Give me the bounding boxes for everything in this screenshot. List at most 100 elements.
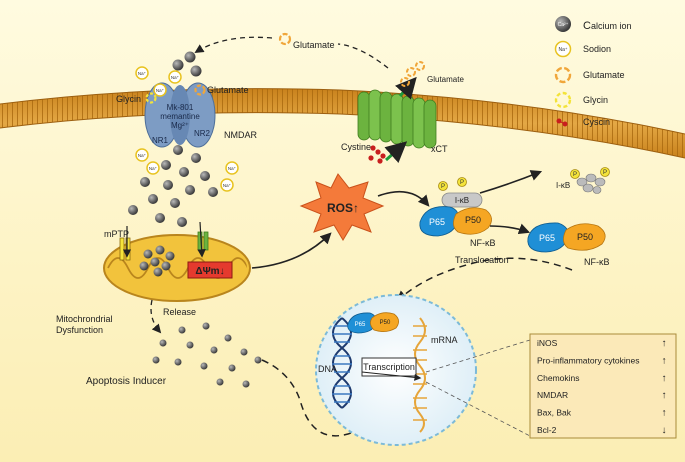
blocker-label-2: memantine xyxy=(160,112,200,121)
svg-text:Na⁺: Na⁺ xyxy=(223,183,232,188)
apoptosis-label: Apoptosis Inducer xyxy=(86,376,167,387)
ikb-free-label: I-κB xyxy=(556,181,570,190)
svg-text:P65: P65 xyxy=(355,322,366,328)
glutamate-to-receptor-arrow xyxy=(194,36,273,53)
release-label: Release xyxy=(163,307,196,317)
dna-helix xyxy=(332,317,352,409)
svg-text:Na⁺: Na⁺ xyxy=(558,47,567,53)
target-gene-name: Chemokins xyxy=(537,373,580,383)
glycin-legend-icon xyxy=(554,91,572,109)
up-arrow-icon: ↑ xyxy=(662,356,667,367)
target-genes-panel: iNOS ↑ Pro-inflammatory cytokines ↑ Chemokin… xyxy=(529,333,677,439)
cystine-label: Cystine xyxy=(341,142,371,152)
sodium-legend-icon xyxy=(554,40,572,58)
svg-text:P: P xyxy=(441,184,445,190)
nfkb-nuclear: P65 P50 xyxy=(347,312,399,334)
mrna-strand xyxy=(413,317,427,433)
ikb-bound-label: I-κB xyxy=(455,196,469,205)
dysfunction-line2: Dysfunction xyxy=(56,325,103,335)
down-arrow-icon: ↓ xyxy=(662,425,667,436)
ros-to-nfkb-arrow xyxy=(377,190,430,207)
calcium-ions-upper xyxy=(172,51,202,77)
xct-transporter xyxy=(357,76,437,164)
ikb-release-arrow xyxy=(479,170,543,194)
xct-label: xCT xyxy=(431,144,448,154)
glutamate-xct-cluster xyxy=(400,61,425,87)
up-arrow-icon: ↑ xyxy=(662,408,667,419)
nfkb-activation-arrow xyxy=(489,223,531,235)
mitochondrion xyxy=(103,221,251,302)
p50-label-2: P50 xyxy=(577,232,593,242)
mrna-label: mRNA xyxy=(431,335,458,345)
svg-text:Ca²⁺: Ca²⁺ xyxy=(558,22,569,28)
svg-text:Na⁺: Na⁺ xyxy=(138,71,147,76)
svg-text:P: P xyxy=(603,170,607,176)
legend-calcium-label: Calcium ion xyxy=(583,20,631,32)
nfkb-label-2: NF-κB xyxy=(584,257,610,267)
apoptosis-to-nucleus-arrow xyxy=(261,359,376,437)
target-gene-name: NMDAR xyxy=(537,390,568,400)
target-gene-name: Bax, Bak xyxy=(537,408,572,418)
target-gene-name: Pro-inflammatory cytokines xyxy=(537,356,640,366)
mito-to-ros-arrow xyxy=(251,232,332,269)
ros-burst xyxy=(299,173,385,241)
sodium-ions: Na⁺ Na⁺ Na⁺ Na⁺ Na⁺ Na⁺ Na⁺ xyxy=(135,66,239,192)
glutamate-recycle-arrow xyxy=(337,43,389,69)
legend: Ca²⁺ Calcium ion Na⁺ Sodion Glutamate Gl… xyxy=(554,16,631,127)
transcription-box xyxy=(361,357,417,377)
glycin-label: Glycin xyxy=(116,94,141,104)
transcription-label: Transcription xyxy=(363,362,415,372)
legend-cyscin-label: Cyscin xyxy=(583,117,610,127)
translocation-label: Translocation xyxy=(455,255,509,265)
cyscin-legend-icon xyxy=(556,118,568,127)
target-leader-bottom xyxy=(425,381,531,437)
nr2-label: NR2 xyxy=(194,129,211,138)
cystine-molecules xyxy=(368,145,386,164)
svg-text:Na⁺: Na⁺ xyxy=(156,88,165,93)
up-arrow-icon: ↑ xyxy=(662,338,667,349)
delta-psi-label: ΔΨm↓ xyxy=(195,266,224,277)
svg-text:Na⁺: Na⁺ xyxy=(228,166,237,171)
glutamate-receptor-label: Glutamate xyxy=(207,85,249,95)
glutamate-top-label: Glutamate xyxy=(293,40,335,50)
blocker-label-1: Mk-801 xyxy=(167,103,194,112)
svg-text:Na⁺: Na⁺ xyxy=(149,166,158,171)
p65-label-2: P65 xyxy=(539,233,555,243)
p65-label-1: P65 xyxy=(429,217,445,227)
svg-text:Na⁺: Na⁺ xyxy=(171,75,180,80)
target-gene-name: iNOS xyxy=(537,338,558,348)
nfkb-label-1: NF-κB xyxy=(470,238,496,248)
transcription-arrow xyxy=(361,371,422,381)
nmdar-receptor: Mk-801 memantine Mg²⁺ NR1 NR2 xyxy=(144,82,216,148)
apoptosis-inducers xyxy=(152,322,262,388)
legend-glutamate-label: Glutamate xyxy=(583,70,625,80)
glutamate-xct-label: Glutamate xyxy=(427,75,464,84)
target-gene-name: Bcl-2 xyxy=(537,425,557,435)
degraded-ikb: P P xyxy=(570,167,610,194)
p50-label-1: P50 xyxy=(465,215,481,225)
glutamate-top-icon xyxy=(278,32,292,46)
svg-text:P: P xyxy=(573,172,577,178)
svg-text:P50: P50 xyxy=(380,320,391,326)
dna-label: DNA xyxy=(318,364,337,374)
calcium-legend-icon xyxy=(555,16,571,32)
legend-sodium-label: Sodion xyxy=(583,44,611,54)
dysfunction-line1: Mitochrondrial xyxy=(56,314,113,324)
legend-glycin-label: Glycin xyxy=(583,95,608,105)
translocation-arrow xyxy=(396,257,573,302)
svg-text:Na⁺: Na⁺ xyxy=(138,153,147,158)
glutamate-legend-icon xyxy=(554,66,572,84)
nr1-label: NR1 xyxy=(152,136,169,145)
release-arrow xyxy=(150,299,162,334)
calcium-ions-lower xyxy=(128,145,218,227)
up-arrow-icon: ↑ xyxy=(662,390,667,401)
svg-text:P: P xyxy=(460,180,464,186)
up-arrow-icon: ↑ xyxy=(662,373,667,384)
mptp-label: mPTP xyxy=(104,229,129,239)
ros-label: ROS↑ xyxy=(327,201,359,215)
nfkb-ikb-complex: P P I-κB P65 P50 xyxy=(419,177,492,237)
nmdar-label: NMDAR xyxy=(224,130,257,140)
bound-ligands xyxy=(145,84,206,104)
